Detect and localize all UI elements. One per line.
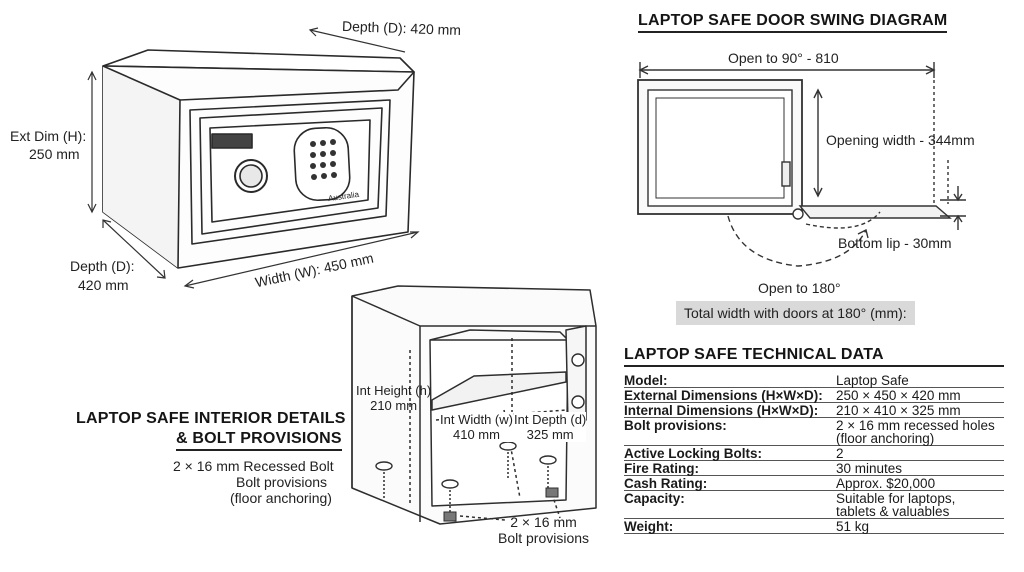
int-height-line1: Int Height (h) xyxy=(356,383,432,398)
tech-value-line2: (floor anchoring) xyxy=(836,431,935,446)
tech-value: 210 × 410 × 325 mm xyxy=(836,402,1004,418)
tech-value-line2: tablets & valuables xyxy=(836,504,950,519)
int-width-label: Int Width (w) 410 mm xyxy=(440,412,513,442)
tech-key: Internal Dimensions (H×W×D): xyxy=(624,402,836,418)
interior-title-line1: LAPTOP SAFE INTERIOR DETAILS xyxy=(76,410,346,427)
tech-key: Active Locking Bolts: xyxy=(624,445,836,461)
total-width-box: Total width with doors at 180° (mm): xyxy=(676,301,915,325)
tech-value: 51 kg xyxy=(836,518,1004,534)
tech-key: Bolt provisions: xyxy=(624,417,836,446)
tech-key: Model: xyxy=(624,373,836,388)
bolts-line1: 2 × 16 mm xyxy=(510,514,577,530)
tech-value: Suitable for laptops, tablets & valuable… xyxy=(836,490,1004,519)
bolts-line2: Bolt provisions xyxy=(498,530,590,546)
open-180-label: Open to 180° xyxy=(758,280,841,296)
tech-key: Capacity: xyxy=(624,490,836,519)
int-height-label: Int Height (h) 210 mm xyxy=(356,383,431,413)
int-depth-line1: Int Depth (d) xyxy=(514,412,587,427)
bolt-note-2: Bolt provisions xyxy=(236,474,328,490)
tech-value-line1: Suitable for laptops, xyxy=(836,491,956,506)
table-row: Internal Dimensions (H×W×D): 210 × 410 ×… xyxy=(624,402,1004,418)
tech-key: Weight: xyxy=(624,518,836,534)
int-width-line2: 410 mm xyxy=(453,427,500,442)
table-row: External Dimensions (H×W×D): 250 × 450 ×… xyxy=(624,387,1004,403)
tech-value: Laptop Safe xyxy=(836,373,1004,388)
tech-value: 2 xyxy=(836,445,1004,461)
table-row: Bolt provisions: 2 × 16 mm recessed hole… xyxy=(624,417,1004,446)
tech-key: Fire Rating: xyxy=(624,460,836,476)
interior-title-line2: & BOLT PROVISIONS xyxy=(176,430,342,451)
table-row: Cash Rating: Approx. $20,000 xyxy=(624,475,1004,491)
tech-value: Approx. $20,000 xyxy=(836,475,1004,491)
bolts-label: 2 × 16 mm Bolt provisions xyxy=(498,514,589,546)
tech-key: Cash Rating: xyxy=(624,475,836,491)
ext-height-label: Ext Dim (H): xyxy=(10,128,87,144)
table-row: Model: Laptop Safe xyxy=(624,373,1004,388)
int-height-line2: 210 mm xyxy=(370,398,418,413)
ext-depth-left-label: Depth (D): xyxy=(70,258,135,274)
ext-height-value: 250 mm xyxy=(29,146,80,162)
table-row: Active Locking Bolts: 2 xyxy=(624,445,1004,461)
tech-value-line1: 2 × 16 mm recessed holes xyxy=(836,418,995,433)
int-depth-line2: 325 mm xyxy=(526,427,574,442)
int-depth-label: Int Depth (d) 325 mm xyxy=(514,412,587,442)
table-row: Fire Rating: 30 minutes xyxy=(624,460,1004,476)
table-row: Weight: 51 kg xyxy=(624,518,1004,534)
bolt-note-1: 2 × 16 mm Recessed Bolt xyxy=(173,458,334,474)
opening-width-label: Opening width - 344mm xyxy=(826,132,975,148)
tech-title: LAPTOP SAFE TECHNICAL DATA xyxy=(624,346,1004,367)
tech-value: 250 × 450 × 420 mm xyxy=(836,387,1004,403)
tech-key: External Dimensions (H×W×D): xyxy=(624,387,836,403)
bolt-note-3: (floor anchoring) xyxy=(230,490,332,506)
int-width-line1: Int Width (w) xyxy=(440,412,513,427)
open-90-label: Open to 90° - 810 xyxy=(728,50,839,66)
bottom-lip-label: Bottom lip - 30mm xyxy=(838,235,952,251)
tech-value: 30 minutes xyxy=(836,460,1004,476)
swing-title: LAPTOP SAFE DOOR SWING DIAGRAM xyxy=(638,12,948,33)
ext-depth-left-value: 420 mm xyxy=(78,277,129,293)
tech-table: Model: Laptop Safe External Dimensions (… xyxy=(624,373,1004,534)
table-row: Capacity: Suitable for laptops, tablets … xyxy=(624,490,1004,519)
tech-value: 2 × 16 mm recessed holes (floor anchorin… xyxy=(836,417,1004,446)
